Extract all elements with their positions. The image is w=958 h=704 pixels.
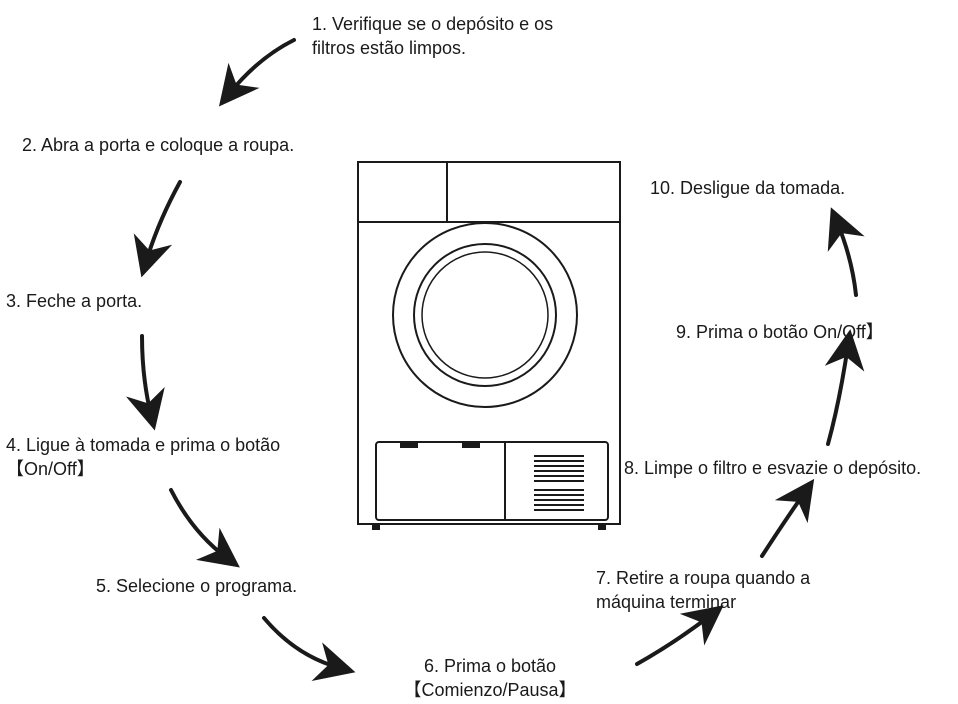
step-10-line-1: 10. Desligue da tomada. (650, 178, 846, 198)
arrow-step1-to-step2 (218, 38, 296, 107)
drawer-handle-right (462, 442, 480, 448)
step-5-line-1: 5. Selecione o programa. (96, 576, 298, 596)
step-6-label: 6. Prima o botão 【Comienzo/Pausa】 (380, 654, 600, 702)
step-8-label: 8. Limpe o filtro e esvazie o depósito. (624, 456, 921, 480)
dryer-door-middle (413, 243, 557, 387)
step-4-line-1: 4. Ligue à tomada e prima o botão (6, 435, 281, 455)
step-3-label: 3. Feche a porta. (6, 289, 142, 313)
step-5-label: 5. Selecione o programa. (96, 574, 297, 598)
step-4-line-2: 【On/Off】 (6, 459, 95, 479)
step-2-label: 2. Abra a porta e coloque a roupa. (22, 133, 294, 157)
step-3-line-1: 3. Feche a porta. (6, 291, 143, 311)
arrow-step8-to-step9 (824, 329, 865, 446)
drawer-handle-left (400, 442, 418, 448)
step-7-line-1: 7. Retire a roupa quando a (596, 568, 811, 588)
step-7-line-2: máquina terminar (596, 592, 737, 612)
arrow-step6-to-step7 (635, 605, 724, 666)
step-1-line-2: filtros estão limpos. (312, 38, 467, 58)
step-6-line-2: 【Comienzo/Pausa】 (403, 680, 577, 700)
step-4-label: 4. Ligue à tomada e prima o botão 【On/Of… (6, 433, 280, 481)
arrow-step5-to-step6 (262, 616, 356, 681)
dryer-door-inner (421, 251, 549, 379)
arrow-step2-to-step3 (133, 180, 182, 278)
step-1-label: 1. Verifique se o depósito e os filtros … (312, 12, 553, 60)
step-8-line-1: 8. Limpe o filtro e esvazie o depósito. (624, 458, 922, 478)
step-1-line-1: 1. Verifique se o depósito e os (312, 14, 554, 34)
arrow-step9-to-step10 (827, 207, 865, 297)
arrow-step3-to-step4 (125, 334, 165, 431)
dryer-foot-right (598, 525, 606, 530)
dryer-foot-left (372, 525, 380, 530)
step-6-line-1: 6. Prima o botão (423, 656, 557, 676)
step-9-label: 9. Prima o botão On/Off】 (676, 320, 884, 344)
step-10-label: 10. Desligue da tomada. (650, 176, 845, 200)
step-9-line-1: 9. Prima o botão On/Off】 (676, 322, 884, 342)
step-2-line-1: 2. Abra a porta e coloque a roupa. (22, 135, 295, 155)
dryer-door-outer (392, 222, 578, 408)
water-tank-drawer (375, 441, 609, 521)
step-7-label: 7. Retire a roupa quando a máquina termi… (596, 566, 810, 614)
arrow-step7-to-step8 (760, 478, 815, 558)
arrow-step4-to-step5 (169, 488, 240, 568)
vent-grille (534, 455, 584, 511)
